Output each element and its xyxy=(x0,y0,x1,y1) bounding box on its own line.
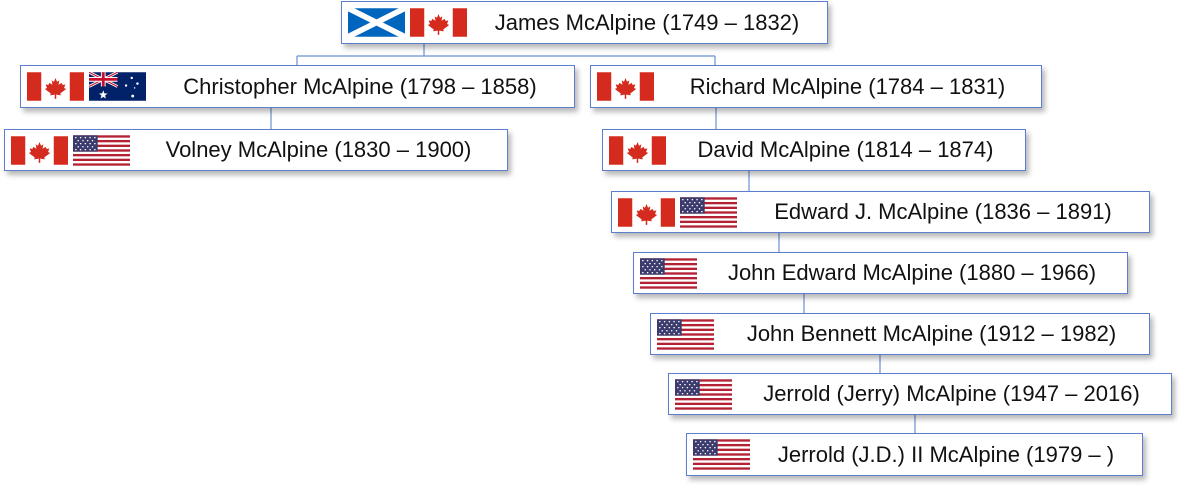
usa-flag-icon xyxy=(693,439,750,470)
person-label: John Bennett McAlpine (1912 – 1982) xyxy=(746,321,1117,346)
canada-flag-icon xyxy=(618,197,675,228)
person-label: James McAlpine (1749 – 1832) xyxy=(494,9,800,35)
person-node-edward[interactable]: Edward J. McAlpine (1836 – 1891) xyxy=(611,191,1150,233)
person-node-john-edward[interactable]: John Edward McAlpine (1880 – 1966) xyxy=(633,252,1128,294)
person-label: Jerrold (J.D.) II McAlpine (1979 – ) xyxy=(777,441,1115,467)
person-label: John Edward McAlpine (1880 – 1966) xyxy=(727,260,1097,285)
usa-flag-icon xyxy=(73,135,130,166)
person-node-david[interactable]: David McAlpine (1814 – 1874) xyxy=(602,129,1026,171)
person-node-james[interactable]: James McAlpine (1749 – 1832) xyxy=(341,1,828,44)
person-node-jd[interactable]: Jerrold (J.D.) II McAlpine (1979 – ) xyxy=(686,433,1143,476)
person-label: Edward J. McAlpine (1836 – 1891) xyxy=(774,199,1112,224)
usa-flag-icon xyxy=(675,379,732,410)
person-node-volney[interactable]: Volney McAlpine (1830 – 1900) xyxy=(4,129,508,171)
person-label: Jerrold (Jerry) McAlpine (1947 – 2016) xyxy=(763,381,1140,406)
person-label: Richard McAlpine (1784 – 1831) xyxy=(689,73,1006,99)
person-node-richard[interactable]: Richard McAlpine (1784 – 1831) xyxy=(590,65,1042,108)
scotland-flag-icon xyxy=(348,7,405,38)
person-node-jerrold[interactable]: Jerrold (Jerry) McAlpine (1947 – 2016) xyxy=(668,373,1172,415)
person-label: Volney McAlpine (1830 – 1900) xyxy=(165,137,472,162)
canada-flag-icon xyxy=(410,7,467,38)
usa-flag-icon xyxy=(640,258,697,289)
canada-flag-icon xyxy=(609,135,666,166)
person-label: David McAlpine (1814 – 1874) xyxy=(697,137,994,162)
person-node-john-bennett[interactable]: John Bennett McAlpine (1912 – 1982) xyxy=(650,313,1150,355)
usa-flag-icon xyxy=(657,319,714,350)
canada-flag-icon xyxy=(11,135,68,166)
australia-flag-icon xyxy=(89,71,146,102)
usa-flag-icon xyxy=(680,197,737,228)
person-node-christopher[interactable]: Christopher McAlpine (1798 – 1858) xyxy=(20,65,575,108)
canada-flag-icon xyxy=(27,71,84,102)
person-label: Christopher McAlpine (1798 – 1858) xyxy=(183,73,537,99)
canada-flag-icon xyxy=(597,71,654,102)
